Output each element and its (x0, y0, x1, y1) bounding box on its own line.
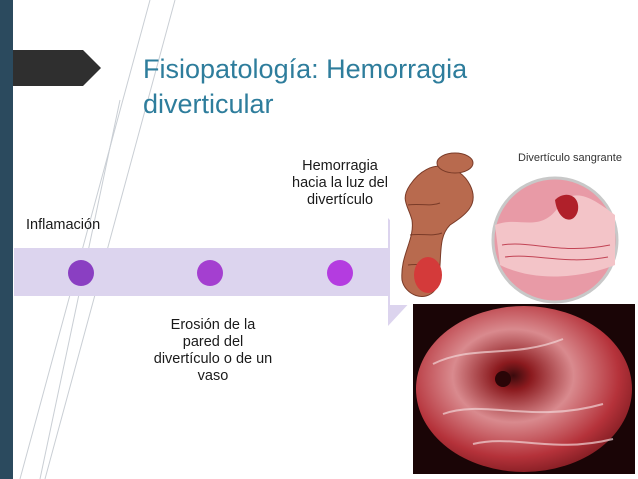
step-marker-1 (68, 260, 94, 286)
endoscopy-image (413, 304, 635, 474)
illustration-caption: Divertículo sangrante (518, 152, 622, 164)
slide-title: Fisiopatología: Hemorragia diverticular (143, 54, 468, 119)
step-label-inflamacion: Inflamación (26, 217, 101, 233)
step-marker-3 (327, 260, 353, 286)
step-label-erosion: Erosión de la pared del divertículo o de… (153, 317, 273, 384)
step-label-hemorragia: Hemorragia hacia la luz del divertículo (292, 158, 388, 208)
left-accent-bar (0, 0, 13, 479)
diverticulum-illustration: Divertículo sangrante (390, 145, 635, 305)
step-marker-2 (197, 260, 223, 286)
title-tab-shape (13, 50, 101, 86)
